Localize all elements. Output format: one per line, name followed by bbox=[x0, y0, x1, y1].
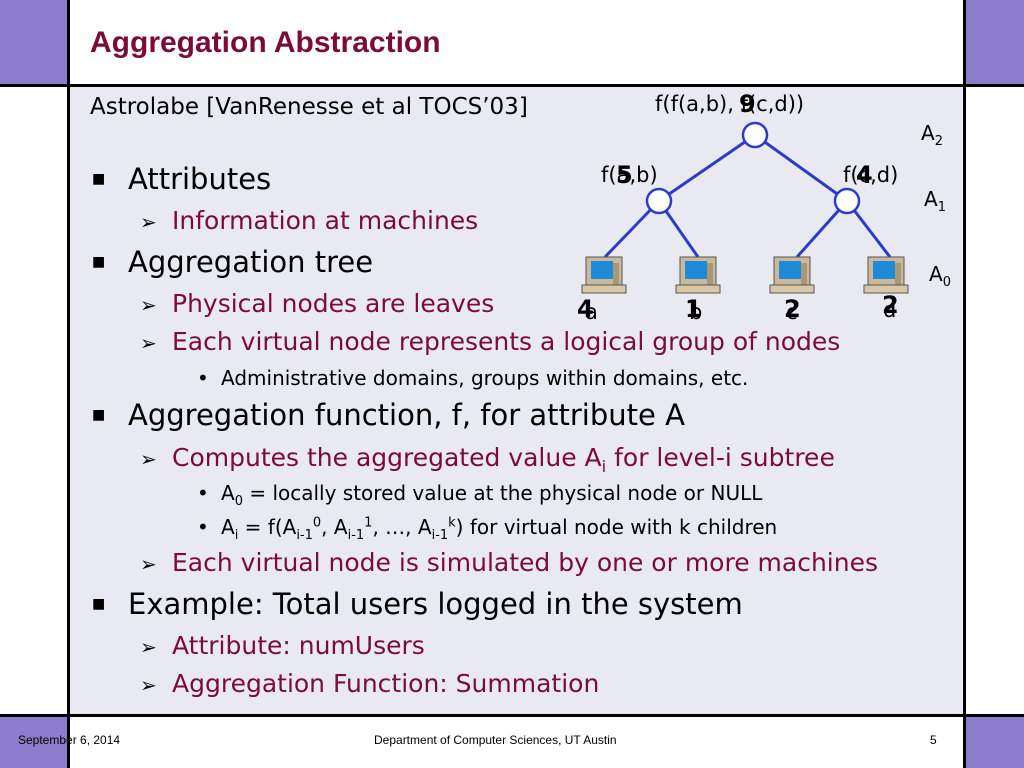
leaf-value-c: 2 bbox=[784, 295, 801, 323]
bullet-function: ■Aggregation function, f, for attribute … bbox=[92, 398, 685, 432]
footer-department: Department of Computer Sciences, UT Aust… bbox=[374, 733, 617, 747]
arrow-bullet-icon: ➢ bbox=[140, 331, 157, 355]
leaf-value-d: 2 bbox=[882, 291, 899, 319]
bullet-attributes: ■Attributes bbox=[92, 162, 272, 196]
bullet-tree-sub2-detail: •Administrative domains, groups within d… bbox=[197, 366, 749, 390]
square-bullet-icon: ■ bbox=[92, 407, 106, 423]
corner-accent-top-right bbox=[966, 0, 1024, 84]
tree-right-value: 4 bbox=[856, 161, 873, 189]
tree-node-right bbox=[833, 187, 861, 215]
tree-root-value: 9 bbox=[739, 90, 756, 118]
computer-icon bbox=[675, 256, 721, 294]
tree-node-root bbox=[741, 121, 769, 149]
frame-bottom-rule bbox=[0, 714, 1024, 717]
aggregation-tree-diagram bbox=[581, 121, 909, 294]
computer-icon bbox=[769, 256, 815, 294]
bullet-a0-definition: •A0 = locally stored value at the physic… bbox=[197, 481, 763, 509]
tree-left-label: f(a,b) bbox=[601, 163, 658, 187]
bullet-example-sub2: ➢Aggregation Function: Summation bbox=[140, 669, 600, 698]
bullet-function-sub1: ➢Computes the aggregated value Ai for le… bbox=[140, 443, 835, 476]
tree-root-label: f(f(a,b), f(c,d)) bbox=[655, 92, 805, 116]
arrow-bullet-icon: ➢ bbox=[140, 293, 157, 317]
arrow-bullet-icon: ➢ bbox=[140, 210, 157, 234]
level-label-a2: A2 bbox=[921, 121, 943, 149]
leaf-name-b: b bbox=[689, 300, 703, 324]
leaf-name-a: a bbox=[585, 300, 598, 324]
level-label-a1: A1 bbox=[924, 187, 946, 215]
content-panel bbox=[70, 86, 963, 714]
bullet-example-sub1: ➢Attribute: numUsers bbox=[140, 631, 425, 660]
square-bullet-icon: ■ bbox=[92, 171, 106, 187]
tree-left-value: 5 bbox=[616, 161, 633, 189]
square-bullet-icon: ■ bbox=[92, 596, 106, 612]
frame-left-rule bbox=[67, 0, 70, 768]
arrow-bullet-icon: ➢ bbox=[140, 447, 157, 471]
tree-node-left bbox=[645, 187, 673, 215]
tree-edge-root-left bbox=[658, 133, 756, 203]
leaf-value-b: 1 bbox=[685, 295, 702, 323]
computer-icon bbox=[581, 256, 627, 294]
leaf-name-d: d bbox=[883, 298, 897, 322]
bullet-example: ■Example: Total users logged in the syst… bbox=[92, 587, 743, 621]
frame-right-rule bbox=[963, 0, 966, 768]
slide-title: Aggregation Abstraction bbox=[90, 26, 441, 59]
corner-accent-bottom-right bbox=[966, 716, 1024, 768]
tree-right-label: f(c,d) bbox=[843, 163, 899, 187]
footer-page-number: 5 bbox=[930, 733, 937, 747]
arrow-bullet-icon: ➢ bbox=[140, 635, 157, 659]
arrow-bullet-icon: ➢ bbox=[140, 673, 157, 697]
leaf-name-c: c bbox=[786, 300, 798, 324]
square-bullet-icon: ■ bbox=[92, 254, 106, 270]
footer-date: September 6, 2014 bbox=[18, 733, 121, 747]
bullet-attributes-sub: ➢Information at machines bbox=[140, 206, 479, 235]
frame-top-rule bbox=[0, 84, 1024, 87]
bullet-function-sub2: ➢Each virtual node is simulated by one o… bbox=[140, 548, 878, 577]
slide-subtitle: Astrolabe [VanRenesse et al TOCS’03] bbox=[90, 94, 528, 120]
arrow-bullet-icon: ➢ bbox=[140, 552, 157, 576]
bullet-tree: ■Aggregation tree bbox=[92, 245, 374, 279]
tree-edge-root-right bbox=[754, 133, 848, 203]
level-label-a0: A0 bbox=[929, 262, 951, 290]
corner-accent-bottom-left bbox=[0, 716, 67, 768]
corner-accent-top-left bbox=[0, 0, 67, 84]
bullet-tree-sub2: ➢Each virtual node represents a logical … bbox=[140, 327, 841, 356]
computer-icon bbox=[863, 256, 909, 294]
leaf-value-a: 4 bbox=[577, 295, 594, 323]
bullet-tree-sub1: ➢Physical nodes are leaves bbox=[140, 289, 495, 318]
bullet-ai-definition: •Ai = f(Ai-10, Ai-11, …, Ai-1k) for virt… bbox=[197, 515, 778, 543]
